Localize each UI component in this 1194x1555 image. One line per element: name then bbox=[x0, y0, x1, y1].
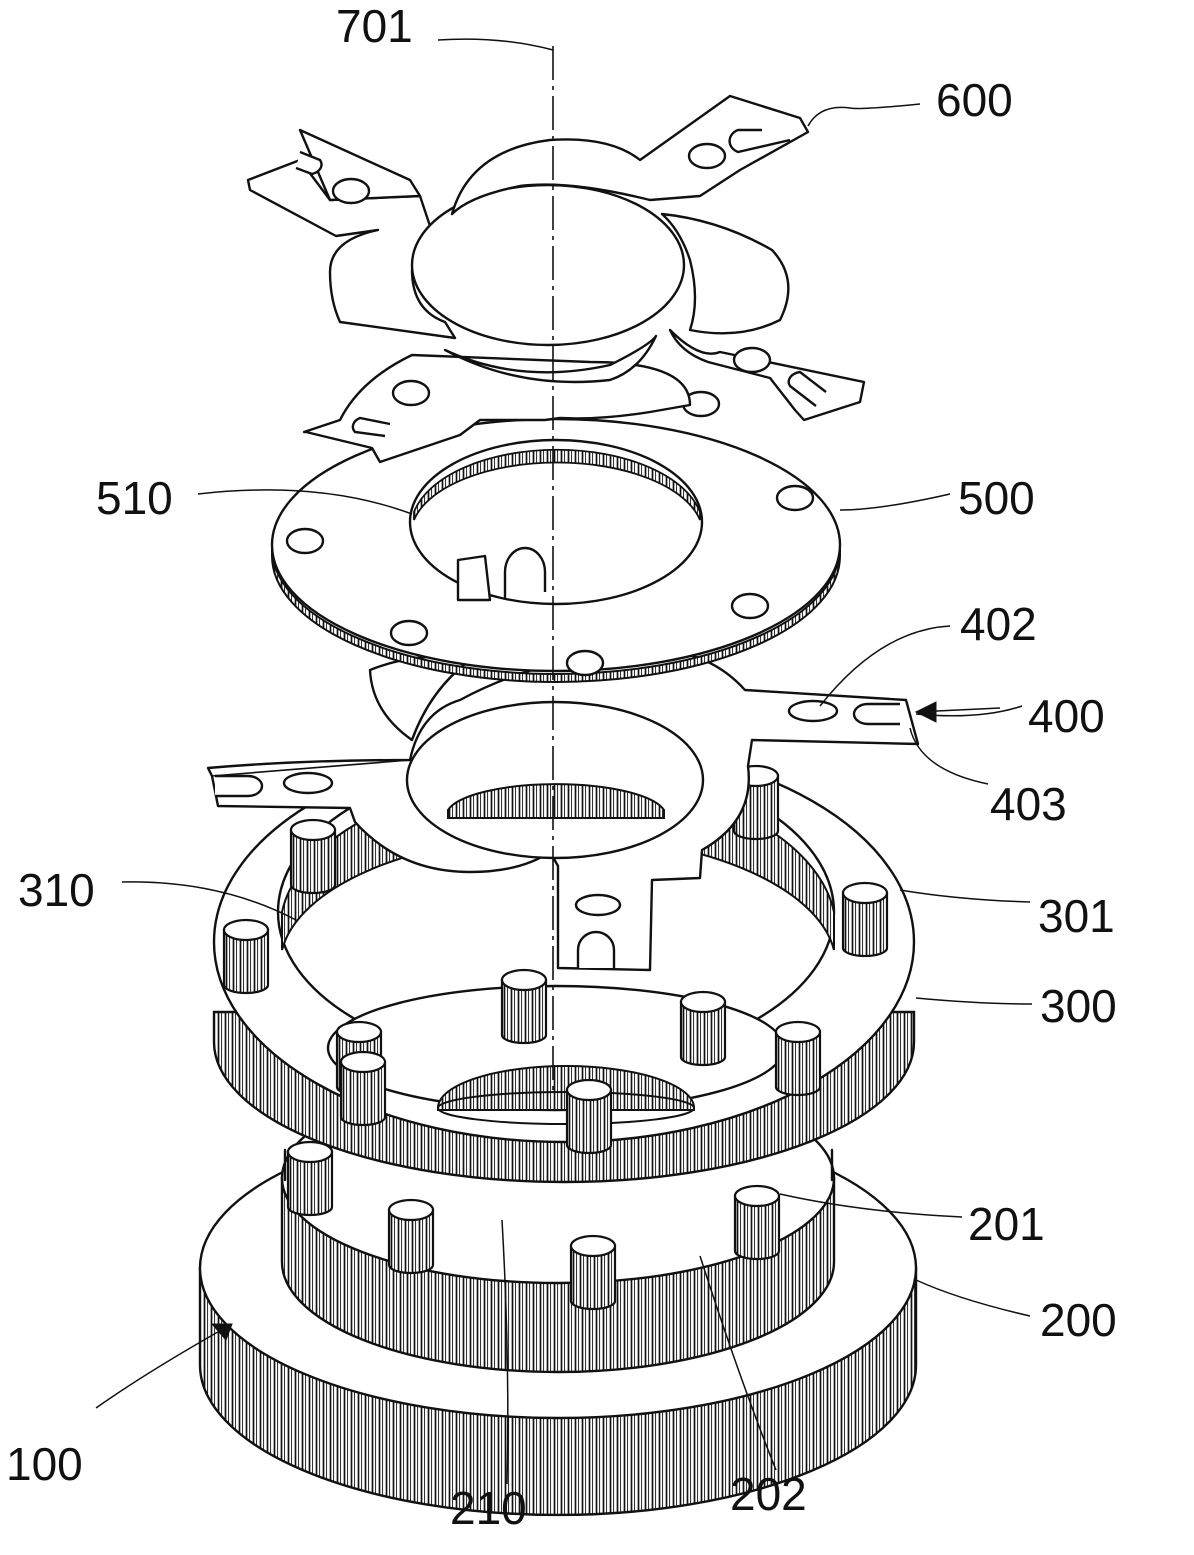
label-701: 701 bbox=[336, 0, 413, 52]
plate-600-upper bbox=[246, 94, 810, 384]
label-310: 310 bbox=[18, 864, 95, 916]
label-402: 402 bbox=[960, 598, 1037, 650]
label-300: 300 bbox=[1040, 980, 1117, 1032]
plate-500 bbox=[270, 390, 842, 683]
plate-400 bbox=[206, 648, 920, 972]
label-600: 600 bbox=[936, 74, 1013, 126]
label-210: 210 bbox=[450, 1482, 527, 1534]
label-201: 201 bbox=[968, 1198, 1045, 1250]
label-200: 200 bbox=[1040, 1294, 1117, 1346]
label-510: 510 bbox=[96, 472, 173, 524]
label-400: 400 bbox=[1028, 690, 1105, 742]
label-403: 403 bbox=[990, 778, 1067, 830]
label-301: 301 bbox=[1038, 890, 1115, 942]
label-500: 500 bbox=[958, 472, 1035, 524]
label-202: 202 bbox=[730, 1468, 807, 1520]
label-100: 100 bbox=[6, 1438, 83, 1490]
leader-lines bbox=[95, 38, 1033, 1485]
reference-numerals: 701 600 510 500 402 400 403 310 301 300 … bbox=[6, 0, 1117, 1534]
